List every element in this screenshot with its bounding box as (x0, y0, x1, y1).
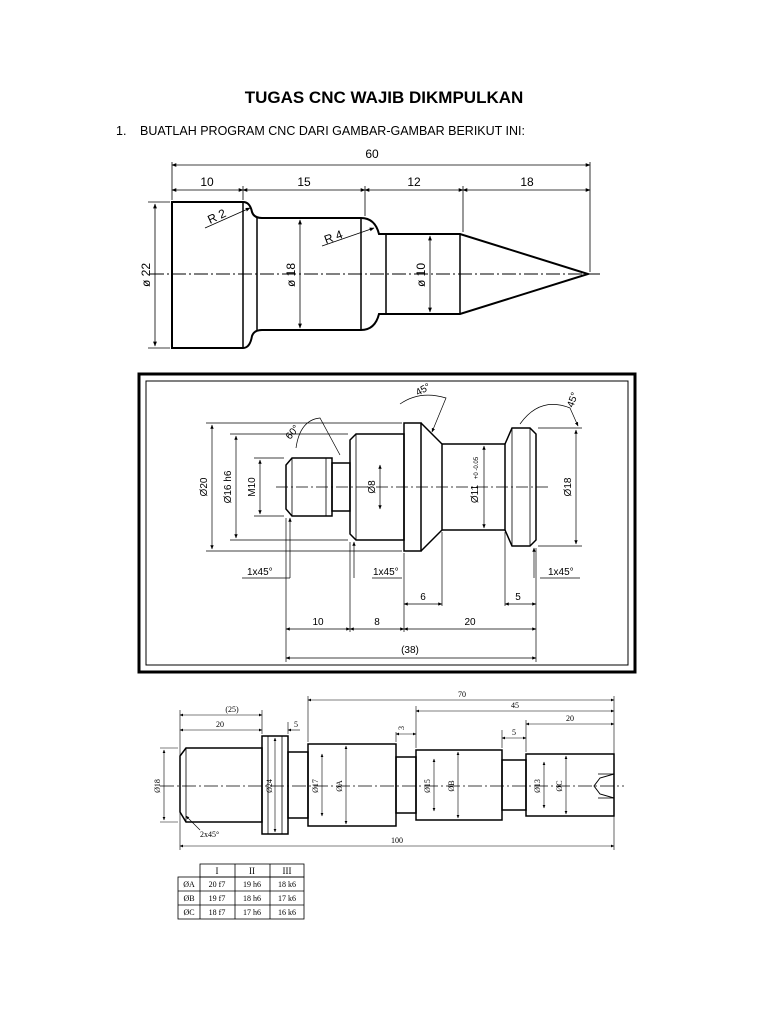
d1-dia-c: ø 10 (414, 263, 428, 287)
d3-len-45: 45 (511, 701, 519, 710)
drawing-2-part (206, 394, 582, 662)
d1-seg2-label: 15 (297, 175, 311, 189)
table-cell: ØA (183, 880, 195, 889)
d3-dia-24: Ø24 (265, 779, 274, 793)
d3-dia-18: Ø18 (153, 779, 162, 793)
table-cell: 18 k6 (278, 880, 296, 889)
drawing-3-labels: (25) 20 5 70 45 20 3 5 100 2x45° Ø18 Ø24… (153, 690, 574, 845)
d2-len-10: 10 (312, 617, 324, 628)
d2-angle-60: 60° (284, 423, 302, 442)
d3-dia-a: ØA (335, 780, 344, 792)
d1-seg4-label: 18 (520, 175, 534, 189)
d2-dia-11-tol: +0 -0.05 (474, 456, 480, 479)
d2-len-20: 20 (464, 617, 476, 628)
table-cell: 19 h6 (243, 880, 261, 889)
d1-dia-a: ø 22 (139, 263, 153, 287)
d3-dia-17: Ø17 (311, 779, 320, 793)
d1-dia-b: ø 18 (284, 263, 298, 287)
d3-dia-b: ØB (447, 780, 456, 791)
page-title: TUGAS CNC WAJIB DIKMPULKAN (244, 88, 524, 107)
d1-overall-label: 60 (365, 147, 379, 161)
question-line: 1. BUATLAH PROGRAM CNC DARI GAMBAR-GAMBAR… (116, 124, 525, 138)
d3-chamfer: 2x45° (200, 830, 219, 839)
table-cell: 18 h6 (243, 894, 261, 903)
d2-total: (38) (401, 645, 419, 656)
d3-len-70: 70 (458, 690, 466, 699)
question-text: BUATLAH PROGRAM CNC DARI GAMBAR-GAMBAR B… (140, 124, 526, 138)
d3-len-5a: 5 (294, 720, 298, 729)
table-header-i: I (216, 866, 219, 876)
d2-chamfer-c: 1x45° (548, 567, 574, 578)
question-number: 1. (116, 124, 127, 138)
d1-seg3-label: 12 (407, 175, 421, 189)
d3-len-20b: 20 (566, 714, 574, 723)
drawing-2-frame (137, 372, 637, 674)
drawing-2-labels: 60° 45° 45° Ø20 Ø16 h6 M10 Ø8 Ø11 +0 -0.… (199, 382, 581, 656)
d2-thread: M10 (247, 477, 258, 497)
drawing-3-shaft (160, 696, 624, 850)
d3-len-3: 3 (397, 726, 406, 730)
d3-len-20a: 20 (216, 720, 224, 729)
d3-dia-c: ØC (555, 780, 564, 791)
table-header-iii: III (283, 866, 292, 876)
tolerance-table (177, 863, 305, 920)
drawing-1-shaft (148, 162, 600, 349)
d2-chamfer-a: 1x45° (247, 567, 273, 578)
d3-ref-25: (25) (225, 705, 239, 714)
d2-dia-20: Ø20 (199, 477, 210, 496)
tolerance-table-text: I II III ØA 20 f7 19 h6 18 k6 ØB 19 f7 1… (183, 866, 296, 917)
table-cell: ØB (183, 894, 194, 903)
d2-len-5: 5 (515, 592, 521, 603)
d2-dia-8: Ø8 (367, 480, 378, 494)
table-cell: 17 k6 (278, 894, 296, 903)
d3-len-5b: 5 (512, 728, 516, 737)
d1-radius-b: R 4 (322, 227, 345, 247)
d1-seg1-label: 10 (200, 175, 214, 189)
d2-dia-11: Ø11 (470, 484, 481, 503)
d2-angle-45b: 45° (565, 391, 581, 409)
table-header-ii: II (249, 866, 255, 876)
d2-dia-16: Ø16 h6 (223, 470, 234, 503)
table-cell: ØC (183, 908, 194, 917)
table-cell: 16 k6 (278, 908, 296, 917)
d3-total: 100 (391, 836, 403, 845)
d2-len-6: 6 (420, 592, 426, 603)
d3-dia-15: Ø15 (423, 779, 432, 793)
d2-len-8: 8 (374, 617, 380, 628)
table-cell: 19 f7 (209, 894, 226, 903)
d1-radius-a: R 2 (205, 206, 228, 227)
table-cell: 17 h6 (243, 908, 261, 917)
table-cell: 18 f7 (209, 908, 226, 917)
d3-dia-13: Ø13 (533, 779, 542, 793)
d2-dia-18: Ø18 (563, 477, 574, 496)
table-cell: 20 f7 (209, 880, 226, 889)
d2-chamfer-b: 1x45° (373, 567, 399, 578)
